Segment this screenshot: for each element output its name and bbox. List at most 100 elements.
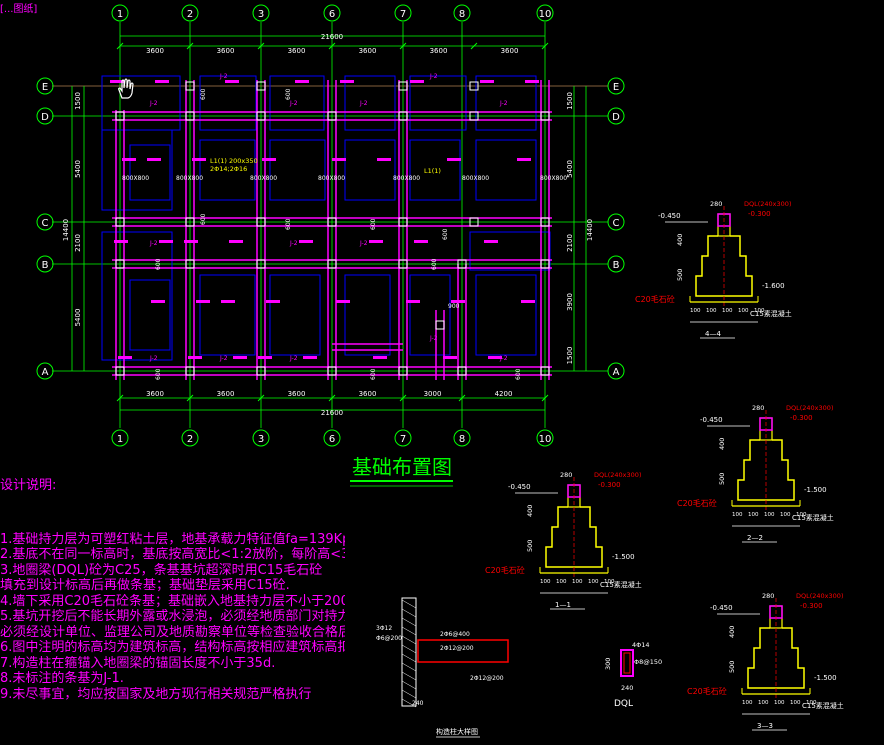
dim-right: 5400 [566,160,574,178]
room-outline [101,231,173,361]
level-bottom: -1.500 [814,674,837,682]
footing-mark [377,158,391,161]
axis-bubble-right [607,255,625,273]
section-4—4: -0.450DQL(240x300)-0.300-1.600280400500C… [635,200,792,339]
note-line: 7.构造柱在箍锚入地圈梁的锚固长度不小于35d. [0,655,276,671]
footing-tag: J-2 [219,355,228,362]
opening-label-v: 600 [370,218,377,230]
room-outline [269,274,321,356]
opening-label: 800X800 [176,175,203,182]
section-name: 4—4 [705,330,721,338]
room-outline [344,75,396,131]
dim-tick [399,42,407,50]
c15-label: C15素混凝土 [600,580,642,589]
dim-bottom: 3600 [146,390,164,398]
col-detail-label: 2Φ12@200 [470,675,504,682]
room-outline [269,75,325,131]
dim-top: 3600 [288,47,306,55]
axis-bubble-top [252,4,270,22]
column-hatch [401,653,417,663]
note-line: 必须经设计单位、监理公司及地质勘察单位等检查验收合格后方能浇筑砼. [0,624,345,640]
axis-bubble-bottom [394,429,412,447]
footing-mark [192,158,206,161]
column-square [398,366,408,376]
column-square [256,111,266,121]
dim-top: 3600 [501,47,519,55]
axis-bubble-top [453,4,471,22]
axis-label-right: D [612,112,620,123]
axis-bubble-right [607,362,625,380]
column-square [115,259,125,269]
axis-bubble-left [36,255,54,273]
dim-top: 3600 [217,47,235,55]
opening-label-v: 600 [155,368,162,380]
footing-mark [221,300,235,303]
footing-mark [155,80,169,83]
dql-label: DQL(240x300) [796,592,843,600]
dim-tick [186,42,194,50]
footing-mark [262,158,276,161]
column-hatch [401,644,417,654]
opening-label-c: 900 [448,303,460,310]
opening-label-v: 600 [155,258,162,270]
column-square [469,217,479,227]
footing-mark [340,80,354,83]
corner-tag: [...图纸] [0,4,38,15]
column-square [398,217,408,227]
dim-left: 5400 [74,160,82,178]
base-dim: 100 [764,512,775,518]
axis-bubble-bottom [323,429,341,447]
dim-left: 1500 [74,92,82,110]
room-outline [409,139,461,201]
footing-mark [225,80,239,83]
footing-mark [451,300,465,303]
base-dim: 100 [588,579,599,585]
level-label: -0.450 [700,416,723,424]
footing-mark [159,240,173,243]
opening-label-v: 600 [285,218,292,230]
footing-mark [521,300,535,303]
col-detail-label: Φ6@200 [376,635,402,642]
axis-label-right: E [613,82,619,93]
axis-label-right: C [613,218,620,229]
dim-top: 3600 [359,47,377,55]
axis-bubble-left [36,77,54,95]
col-detail-label: 3Φ12 [376,625,392,632]
column-square [256,81,266,91]
footing-mark [118,356,132,359]
dim-tick [257,394,265,402]
dql-stirrup [623,652,631,674]
room-outline [269,139,326,201]
column-square [398,111,408,121]
opening-label-v: 600 [200,88,207,100]
axis-bubble-left [36,213,54,231]
base-dim: 100 [796,512,807,518]
footing-mark [332,158,346,161]
c20-label: C20毛石砼 [677,498,717,508]
footing-mark [414,240,428,243]
axis-label-top: 10 [539,9,552,20]
width-label: 280 [710,200,722,208]
base-dim: 100 [572,579,583,585]
footing-mark [147,158,161,161]
column-square [398,259,408,269]
axis-label-right: A [613,367,620,378]
room-outline [199,274,256,356]
section-name: 2—2 [747,534,763,542]
base-dim: 100 [742,700,753,706]
room-outline [469,231,551,271]
axis-label-left: A [42,367,49,378]
height-label: 500 [526,540,534,552]
column-outline [401,597,417,707]
footing-mark [369,240,383,243]
footing-mark [266,300,280,303]
footing-tag: J-2 [359,100,368,107]
axis-bubble-bottom [181,429,199,447]
opening-label-v: 600 [431,258,438,270]
footing-mark [488,356,502,359]
level-label-red: -0.300 [748,210,771,218]
axis-label-top: 2 [187,9,193,20]
c15-label: C15素混凝土 [802,701,844,710]
base-dim: 100 [722,308,733,314]
